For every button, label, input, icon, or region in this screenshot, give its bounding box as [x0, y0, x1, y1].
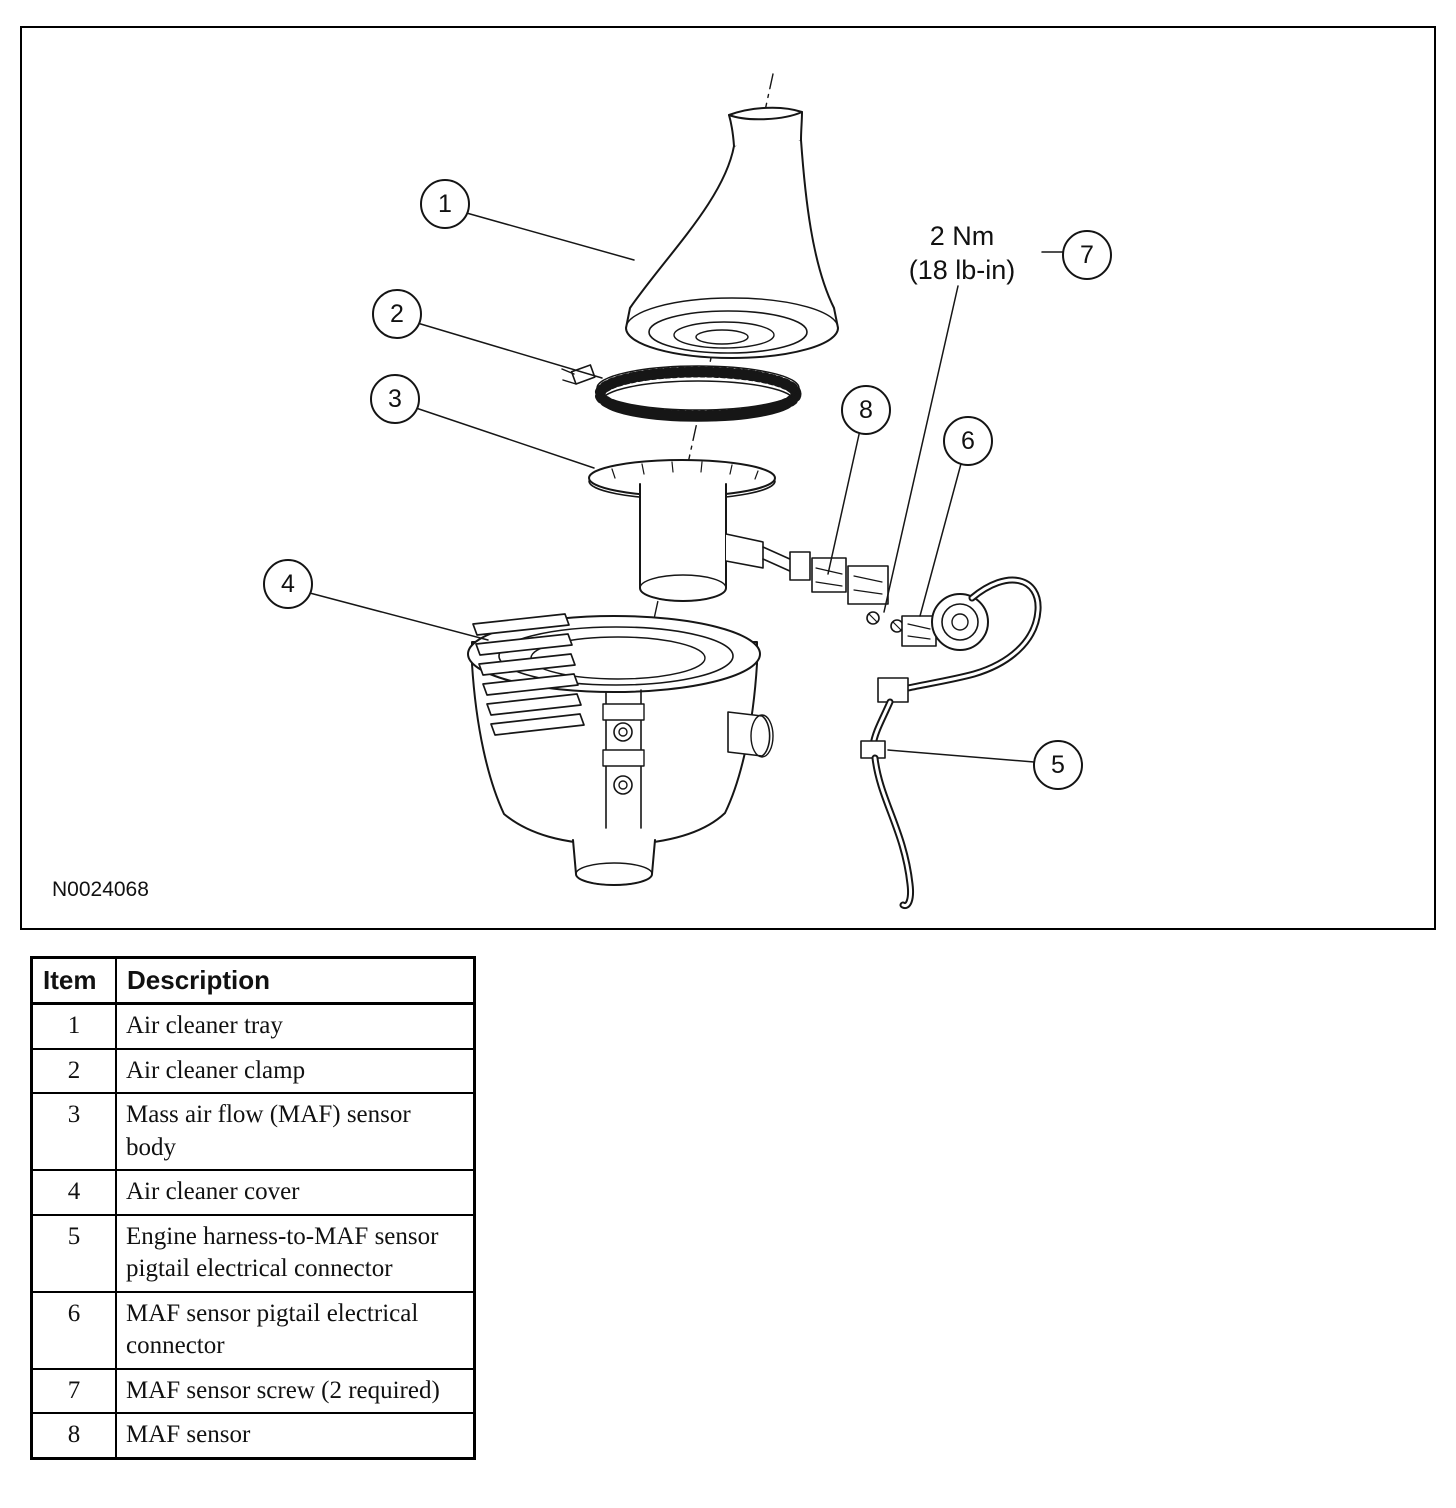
- item-description: Mass air flow (MAF) sensor body: [115, 1092, 476, 1171]
- item-description: MAF sensor screw (2 required): [115, 1367, 476, 1414]
- item-description: Air cleaner cover: [115, 1169, 476, 1216]
- maf-sensor-body-drawing: [588, 459, 776, 602]
- parts-table-header: Item Description: [30, 956, 476, 1005]
- air-cleaner-cover-drawing: [467, 613, 774, 886]
- callout-2: 2: [372, 289, 422, 339]
- item-number: 4: [30, 1169, 117, 1216]
- leader-8: [827, 429, 861, 575]
- item-description: Air cleaner tray: [115, 1002, 476, 1050]
- leader-2: [413, 321, 603, 379]
- leader-5: [887, 749, 1035, 763]
- table-row: 4 Air cleaner cover: [30, 1169, 476, 1216]
- table-row: 1 Air cleaner tray: [30, 1002, 476, 1050]
- diagram-panel: 2 Nm (18 lb-in) 1 2 3 4 5 6 7 8 N0024068: [20, 26, 1436, 930]
- callout-5: 5: [1033, 740, 1083, 790]
- table-row: 5 Engine harness-to-MAF sensor pigtail e…: [30, 1213, 476, 1293]
- torque-value-imperial: (18 lb-in): [908, 254, 1016, 285]
- item-description: Air cleaner clamp: [115, 1047, 476, 1094]
- item-column-header: Item: [30, 956, 117, 1005]
- item-number: 5: [30, 1213, 117, 1293]
- torque-value: 2 Nm: [929, 221, 995, 251]
- maf-sensor-drawing: [762, 546, 904, 633]
- parts-table-body: 1 Air cleaner tray 2 Air cleaner clamp 3…: [30, 1002, 476, 1459]
- figure-id-label: N0024068: [52, 878, 149, 901]
- air-cleaner-tray-drawing: [625, 106, 839, 359]
- leader-6: [919, 459, 963, 617]
- item-number: 6: [30, 1290, 117, 1370]
- table-row: 6 MAF sensor pigtail electrical connecto…: [30, 1290, 476, 1370]
- callout-3: 3: [370, 374, 420, 424]
- leader-lines: [305, 211, 1065, 763]
- table-row: 2 Air cleaner clamp: [30, 1047, 476, 1094]
- item-number: 1: [30, 1002, 117, 1050]
- table-row: 8 MAF sensor: [30, 1412, 476, 1459]
- leader-1: [462, 211, 635, 261]
- torque-annotation: 2 Nm (18 lb-in): [880, 220, 1044, 288]
- harness-wire-drawing: [860, 698, 914, 910]
- item-description: Engine harness-to-MAF sensor pigtail ele…: [115, 1213, 476, 1293]
- callout-8: 8: [841, 385, 891, 435]
- description-column-header: Description: [115, 956, 476, 1005]
- item-number: 2: [30, 1047, 117, 1094]
- pigtail-connector-drawing: [877, 576, 1042, 703]
- leader-7: [883, 285, 959, 613]
- item-number: 3: [30, 1092, 117, 1171]
- exploded-view-drawing: [305, 73, 1065, 910]
- callout-4: 4: [263, 559, 313, 609]
- table-row: 3 Mass air flow (MAF) sensor body: [30, 1092, 476, 1171]
- air-cleaner-clamp-drawing: [561, 364, 802, 422]
- item-number: 8: [30, 1412, 117, 1459]
- leader-4: [305, 591, 489, 641]
- callout-6: 6: [943, 416, 993, 466]
- item-description: MAF sensor: [115, 1412, 476, 1459]
- callout-7: 7: [1062, 230, 1112, 280]
- item-description: MAF sensor pigtail electrical connector: [115, 1290, 476, 1370]
- callout-1: 1: [420, 179, 470, 229]
- item-number: 7: [30, 1367, 117, 1414]
- table-row: 7 MAF sensor screw (2 required): [30, 1367, 476, 1414]
- header-row: Item Description: [30, 956, 476, 1005]
- leader-3: [412, 406, 595, 469]
- parts-table: Item Description 1 Air cleaner tray 2 Ai…: [30, 956, 476, 1460]
